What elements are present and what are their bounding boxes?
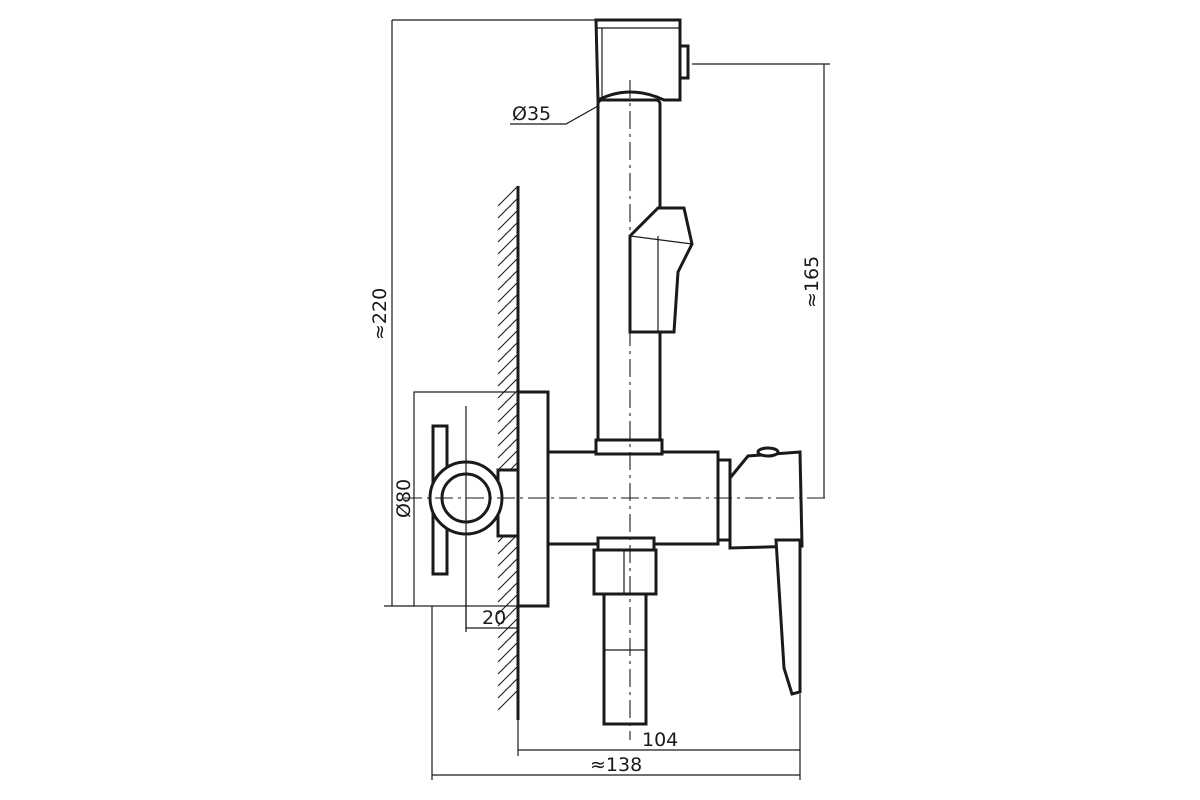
hatch-stroke [497,641,519,663]
dim-label: ≈220 [369,288,391,340]
lever-handle [774,538,802,696]
shower-nozzle [678,44,690,80]
hatch-stroke [497,233,519,255]
hatch-stroke [497,365,519,387]
flange-plate [516,390,550,608]
hatch-stroke [497,605,519,627]
hatch-stroke [497,269,519,291]
hatch-stroke [497,341,519,363]
dim-diameter-head: Ø35 [510,103,599,125]
hatch-stroke [497,317,519,339]
hatch-stroke [497,197,519,219]
hatch-stroke [497,557,519,579]
hatch-stroke [497,377,519,399]
hatch-stroke [497,581,519,603]
hatch-stroke [497,425,519,447]
dim-label: ≈138 [590,754,642,776]
lever-base [728,450,804,550]
outlet-nut [592,548,658,596]
trigger-top-line [629,235,693,245]
hatch-stroke [497,209,519,231]
hatch-stroke [497,353,519,375]
dim-wall-offset: 20 [465,536,518,632]
dim-depth-mixer: 104 [517,694,801,780]
hatch-stroke [497,257,519,279]
shower-trigger [628,206,694,334]
dim-label: 104 [642,729,678,751]
wall [497,185,520,720]
shower-holder-ring [594,438,664,456]
wall-flange [496,390,550,608]
dim-label: 20 [482,607,506,629]
hatch-stroke [497,401,519,423]
hand-shower [594,18,694,456]
dim-height-hose: ≈165 [692,63,830,498]
shower-head [594,18,682,103]
dim-height-total: ≈220 [369,19,596,607]
hatch-stroke [497,569,519,591]
hatch-stroke [497,413,519,435]
outlet [592,536,658,726]
hatch-stroke [497,305,519,327]
hatch-stroke [497,245,519,267]
hatch-stroke [497,653,519,675]
hatch-stroke [497,389,519,411]
wall-hatching [497,185,519,711]
mixer [546,446,804,696]
mixer-collar [716,458,732,542]
hatch-stroke [497,221,519,243]
dim-diameter-flange: Ø80 [393,479,415,518]
lever-cap [756,446,780,458]
hatch-stroke [497,293,519,315]
hatch-stroke [497,593,519,615]
hatch-stroke [497,329,519,351]
hatch-stroke [497,629,519,651]
dim-label: Ø35 [512,103,551,125]
dim-depth-total: ≈138 [431,606,800,780]
hatch-stroke [497,185,519,207]
dim-label: Ø80 [393,479,415,518]
hatch-stroke [497,665,519,687]
hatch-stroke [497,545,519,567]
hatch-stroke [497,449,519,471]
hatch-stroke [497,281,519,303]
leader-line [510,105,599,125]
hatch-stroke [497,437,519,459]
hatch-stroke [497,677,519,699]
outlet-pipe [602,592,648,726]
dim-label: ≈165 [801,256,823,308]
hatch-stroke [497,689,519,711]
